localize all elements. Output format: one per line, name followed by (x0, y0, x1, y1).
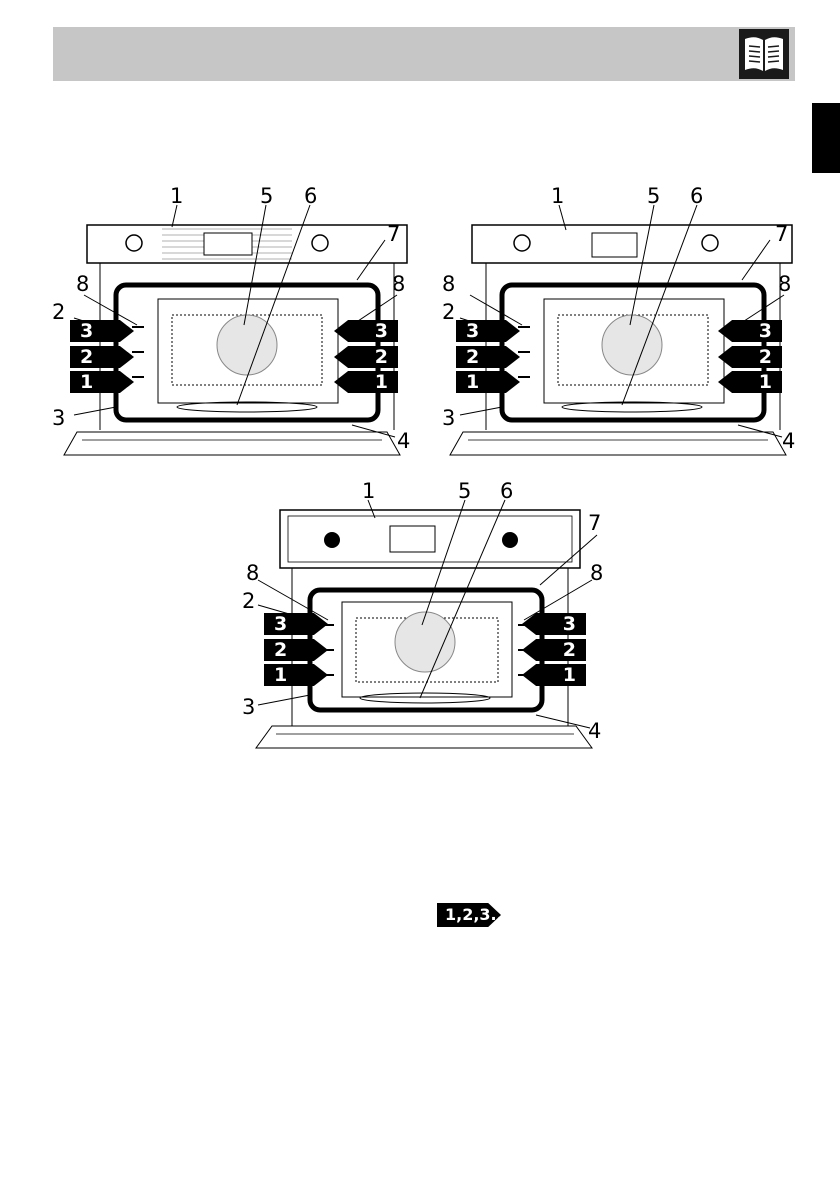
open-book-icon (739, 29, 789, 79)
callout-8-right: 8 (392, 273, 405, 295)
callout-2: 2 (242, 590, 255, 612)
callout-3: 3 (52, 407, 65, 429)
callout-8-right: 8 (590, 562, 603, 584)
page-header-bar (53, 27, 795, 81)
callout-5: 5 (647, 185, 660, 207)
sequence-arrow-icon: 1,2,3.. (437, 903, 501, 927)
callout-4: 4 (782, 430, 795, 452)
callout-8-left: 8 (442, 273, 455, 295)
callout-1: 1 (551, 185, 564, 207)
callout-2: 2 (52, 301, 65, 323)
oven-figure-bottom: 1 5 6 7 8 8 2 3 4 3 2 1 3 2 1 (240, 480, 610, 755)
callout-7: 7 (588, 512, 601, 534)
callout-6: 6 (690, 185, 703, 207)
callout-8-left: 8 (76, 273, 89, 295)
language-tab (812, 103, 840, 173)
callout-5: 5 (260, 185, 273, 207)
callout-6: 6 (304, 185, 317, 207)
callout-6: 6 (500, 480, 513, 502)
callout-1: 1 (170, 185, 183, 207)
callout-2: 2 (442, 301, 455, 323)
callout-5: 5 (458, 480, 471, 502)
oven-figure-top-left: 1 5 6 7 8 8 2 3 4 3 2 1 3 2 1 (52, 185, 412, 460)
callout-3: 3 (442, 407, 455, 429)
callout-1: 1 (362, 480, 375, 502)
oven-figure-top-right: 1 5 6 7 8 8 2 3 4 3 2 1 3 2 1 (442, 185, 802, 460)
callout-8-left: 8 (246, 562, 259, 584)
callout-3: 3 (242, 696, 255, 718)
callout-4: 4 (397, 430, 410, 452)
callout-8-right: 8 (778, 273, 791, 295)
callout-7: 7 (775, 223, 788, 245)
callout-7: 7 (387, 223, 400, 245)
callout-4: 4 (588, 720, 601, 742)
